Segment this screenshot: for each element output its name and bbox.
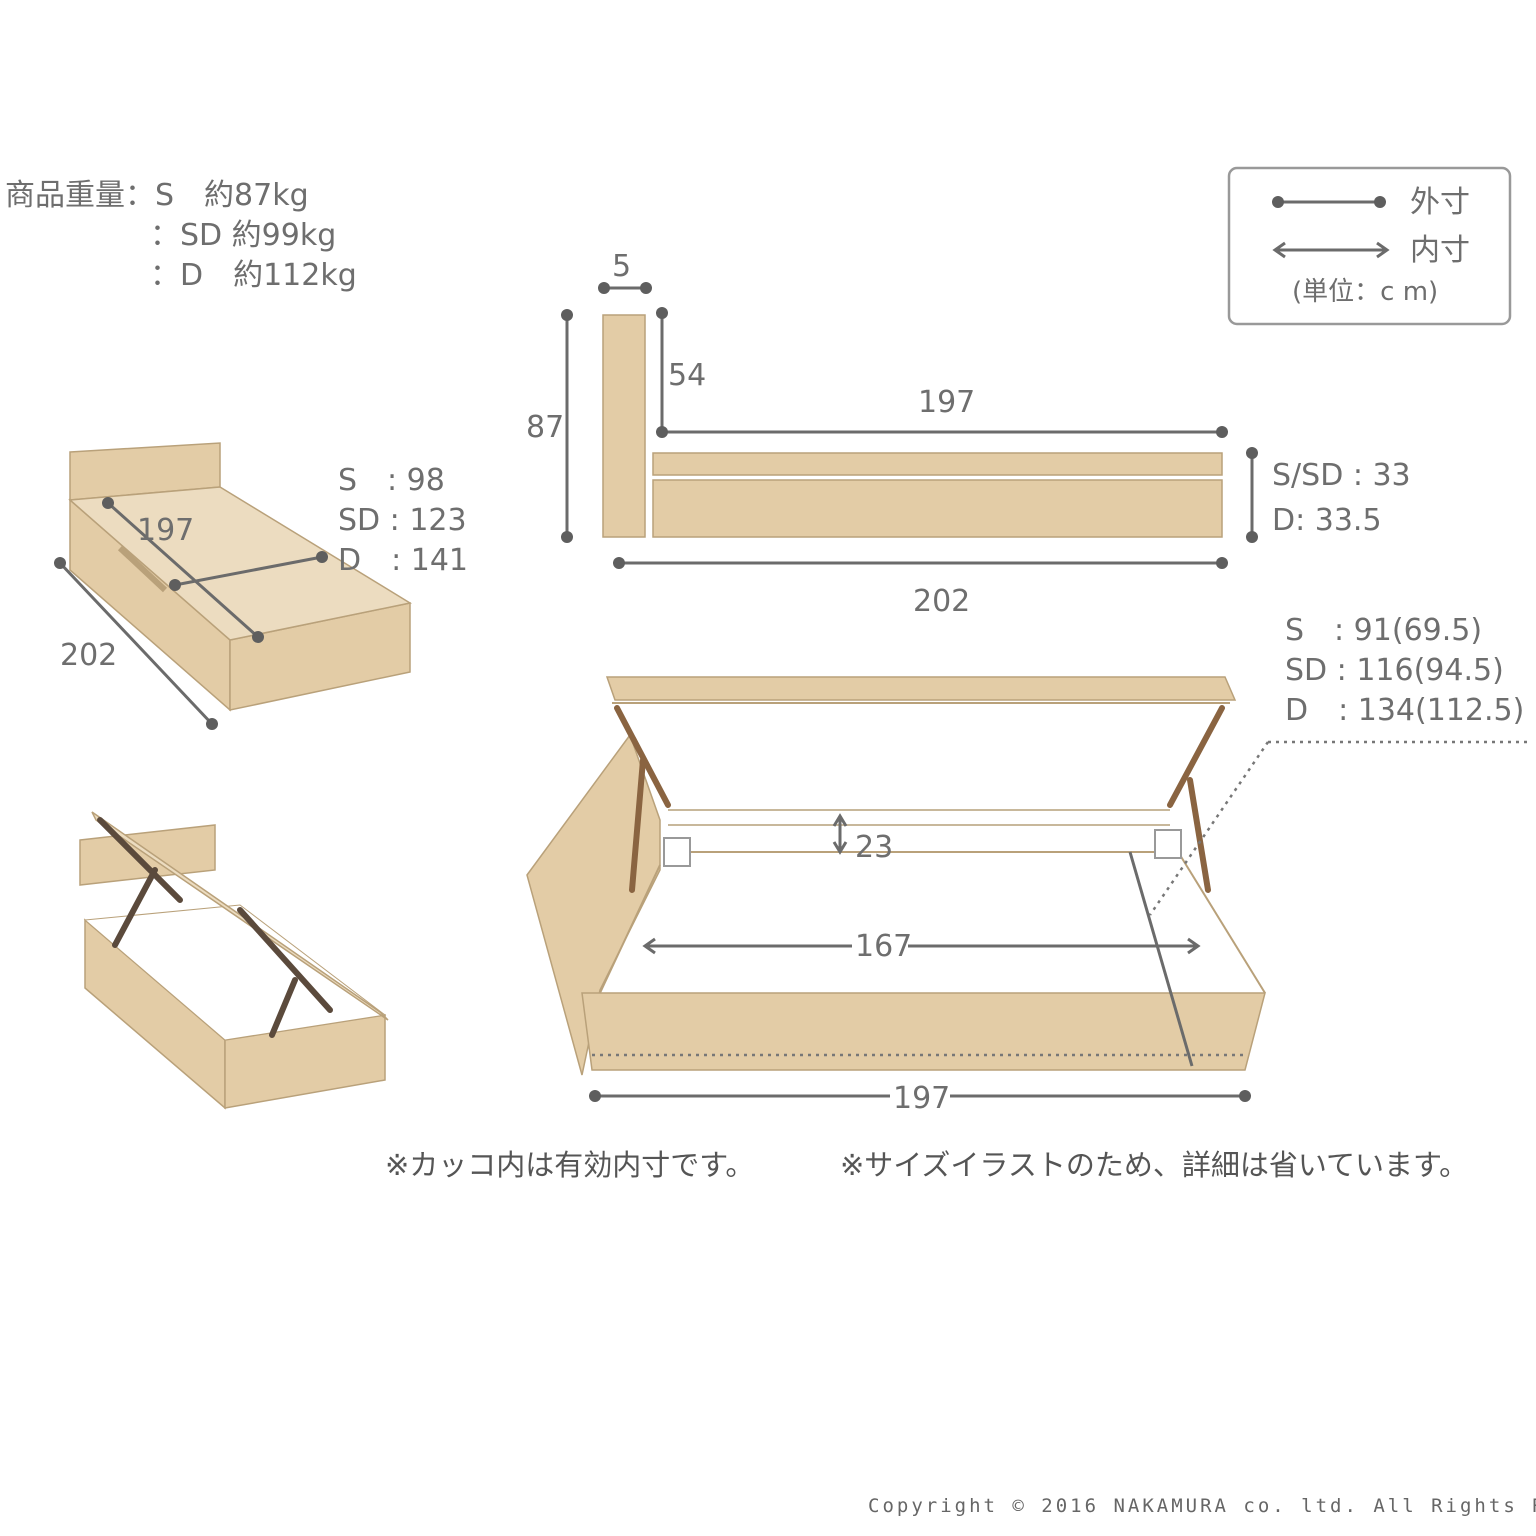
- legend-outer: 外寸: [1410, 185, 1470, 220]
- base-height-d: D: 33.5: [1272, 503, 1382, 538]
- legend-unit: (単位：c m): [1292, 277, 1438, 307]
- storage-width-sd: SD : 116(94.5): [1285, 653, 1504, 688]
- side-view: 5 87 54 197 S/SD : 33 D: 33.5 202: [526, 249, 1411, 619]
- weight-sd: ：SD 約99kg: [150, 218, 336, 253]
- headboard-height-label: 54: [668, 358, 706, 393]
- storage-view: 23 167 197 S : 91(69.5) SD : 116(94.5) D…: [526, 613, 1530, 1116]
- top-width-sd: SD : 123: [338, 503, 467, 538]
- storage-width-d: D : 134(112.5): [1285, 693, 1524, 728]
- legend-inner: 内寸: [1410, 233, 1470, 268]
- side-inner-length-label: 197: [918, 385, 975, 420]
- top-length-label: 197: [137, 513, 194, 548]
- top-width-s: S : 98: [338, 463, 445, 498]
- weight-s: 商品重量：S 約87kg: [5, 178, 309, 213]
- total-height-label: 87: [526, 410, 564, 445]
- side-overall-length-label: 202: [913, 584, 970, 619]
- storage-inner-length-label: 167: [855, 929, 912, 964]
- note-effective-inner: ※カッコ内は有効内寸です。: [385, 1148, 754, 1182]
- closed-bed-illustration: 197 202 S : 98 SD : 123 D : 141: [54, 442, 468, 730]
- storage-width-s: S : 91(69.5): [1285, 613, 1482, 648]
- opened-bed-illustration: [79, 811, 389, 1110]
- top-width-d: D : 141: [338, 543, 468, 578]
- weight-info: 商品重量：S 約87kg ：SD 約99kg ：D 約112kg: [5, 178, 357, 293]
- storage-outer-length-label: 197: [893, 1081, 950, 1116]
- legend-box: 外寸 内寸 (単位：c m): [1227, 166, 1512, 326]
- base-height-s-sd: S/SD : 33: [1272, 458, 1411, 493]
- weight-d: ：D 約112kg: [150, 258, 357, 293]
- top-overall-length-label: 202: [60, 638, 117, 673]
- headboard-thickness-label: 5: [612, 249, 631, 284]
- note-illustration: ※サイズイラストのため、詳細は省いています。: [840, 1148, 1468, 1182]
- copyright-text: Copyright © 2016 NAKAMURA co. ltd. All R…: [868, 1495, 1536, 1517]
- storage-depth-label: 23: [855, 830, 893, 865]
